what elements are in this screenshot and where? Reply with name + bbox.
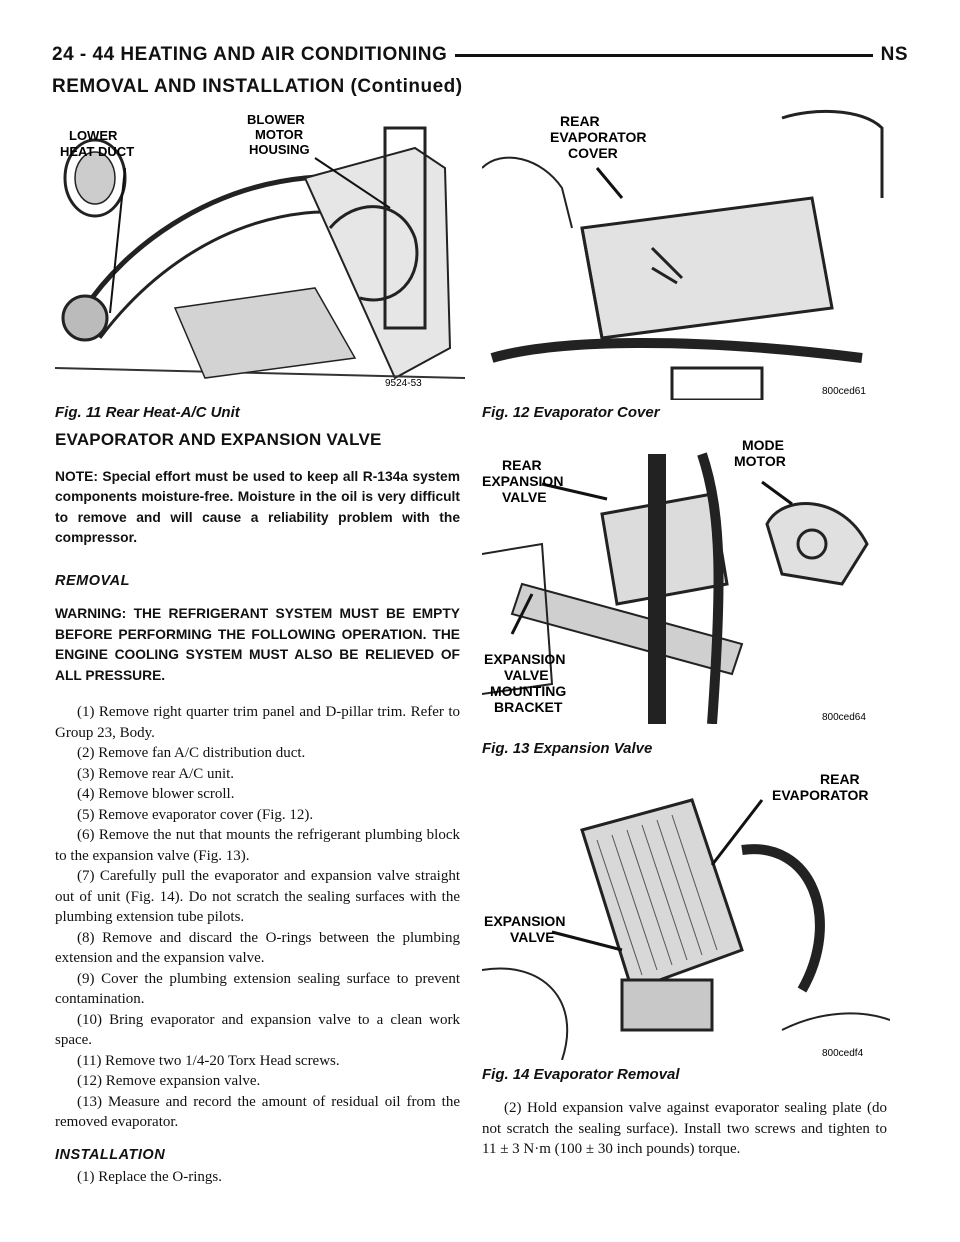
fig13-label2-line2: MOTOR bbox=[734, 453, 786, 469]
removal-step-5: (5) Remove evaporator cover (Fig. 12). bbox=[77, 806, 314, 823]
installation-step-1: (1) Replace the O-rings. bbox=[77, 1169, 222, 1185]
fig13-label1-line1: REAR bbox=[502, 457, 542, 473]
fig14-label2-line1: EXPANSION bbox=[484, 913, 565, 929]
figure-12-illustration: REAR EVAPORATOR COVER 800ced61 bbox=[482, 108, 890, 400]
note-paragraph: NOTE: Special effort must be used to kee… bbox=[55, 468, 460, 546]
header-rule bbox=[52, 54, 908, 57]
removal-step-10: (10) Bring evaporator and expansion valv… bbox=[55, 1011, 460, 1049]
fig13-label3-line2: VALVE bbox=[504, 667, 549, 683]
fig14-label1-line2: EVAPORATOR bbox=[772, 787, 868, 803]
fig12-label-line1: REAR bbox=[560, 113, 600, 129]
removal-step-3: (3) Remove rear A/C unit. bbox=[77, 765, 235, 782]
continued-heading: REMOVAL AND INSTALLATION (Continued) bbox=[52, 76, 463, 97]
removal-step-7: (7) Carefully pull the evaporator and ex… bbox=[55, 868, 460, 925]
fig11-label-blower-line2: MOTOR bbox=[255, 127, 304, 142]
fig13-label1-line3: VALVE bbox=[502, 489, 547, 505]
fig14-label2-line2: VALVE bbox=[510, 929, 555, 945]
removal-step-2: (2) Remove fan A/C distribution duct. bbox=[77, 745, 306, 761]
installation-heading: INSTALLATION bbox=[55, 1146, 166, 1163]
figure-11-caption: Fig. 11 Rear Heat-A/C Unit bbox=[55, 404, 240, 421]
removal-step-11: (11) Remove two 1/4-20 Torx Head screws. bbox=[77, 1052, 340, 1069]
removal-step-6: (6) Remove the nut that mounts the refri… bbox=[55, 827, 460, 864]
removal-step-9: (9) Cover the plumbing extension sealing… bbox=[55, 970, 460, 1008]
fig13-label1-line2: EXPANSION bbox=[482, 473, 563, 489]
figure-13-illustration: REAR EXPANSION VALVE MODE MOTOR EXPANSIO… bbox=[482, 434, 890, 724]
right-text-column: (2) Hold expansion valve against evapora… bbox=[482, 1098, 887, 1160]
removal-step-1: (1) Remove right quarter trim panel and … bbox=[55, 704, 460, 741]
removal-heading: REMOVAL bbox=[55, 572, 130, 589]
fig12-label-line2: EVAPORATOR bbox=[550, 129, 646, 145]
fig11-label-lower-heat-duct-line1: LOWER bbox=[69, 128, 118, 143]
warning-paragraph: WARNING: THE REFRIGERANT SYSTEM MUST BE … bbox=[55, 606, 460, 683]
figure-11-illustration: LOWER HEAT DUCT BLOWER MOTOR HOUSING 952… bbox=[55, 108, 465, 398]
fig11-label-blower-line1: BLOWER bbox=[247, 112, 305, 127]
fig13-label2-line1: MODE bbox=[742, 437, 784, 453]
fig11-code: 9524-53 bbox=[385, 378, 422, 389]
fig13-label3-line3: MOUNTING bbox=[490, 683, 566, 699]
left-text-column: EVAPORATOR AND EXPANSION VALVE NOTE: Spe… bbox=[55, 430, 460, 1188]
fig11-label-lower-heat-duct-line2: HEAT DUCT bbox=[60, 144, 134, 159]
fig11-label-blower-line3: HOUSING bbox=[249, 142, 310, 157]
figure-14-illustration: REAR EVAPORATOR EXPANSION VALVE 800cedf4 bbox=[482, 770, 890, 1060]
installation-step-2: (2) Hold expansion valve against evapora… bbox=[482, 1100, 887, 1157]
section-code: NS bbox=[872, 44, 908, 66]
removal-step-4: (4) Remove blower scroll. bbox=[77, 786, 235, 802]
fig13-label3-line4: BRACKET bbox=[494, 699, 563, 715]
page-title: 24 - 44 HEATING AND AIR CONDITIONING bbox=[52, 44, 456, 66]
page-header: 24 - 44 HEATING AND AIR CONDITIONING NS bbox=[52, 44, 908, 72]
fig12-code: 800ced61 bbox=[822, 386, 866, 397]
fig14-label1-line1: REAR bbox=[820, 771, 860, 787]
removal-step-12: (12) Remove expansion valve. bbox=[77, 1073, 261, 1089]
fig13-code: 800ced64 bbox=[822, 712, 866, 723]
section-title: EVAPORATOR AND EXPANSION VALVE bbox=[55, 430, 382, 449]
figure-14-caption: Fig. 14 Evaporator Removal bbox=[482, 1066, 680, 1083]
figure-13-caption: Fig. 13 Expansion Valve bbox=[482, 740, 653, 757]
fig14-code: 800cedf4 bbox=[822, 1048, 864, 1059]
removal-step-13: (13) Measure and record the amount of re… bbox=[55, 1093, 460, 1131]
removal-step-8: (8) Remove and discard the O-rings betwe… bbox=[55, 929, 460, 967]
figure-12-caption: Fig. 12 Evaporator Cover bbox=[482, 404, 660, 421]
fig13-label3-line1: EXPANSION bbox=[484, 651, 565, 667]
fig12-label-line3: COVER bbox=[568, 145, 618, 161]
